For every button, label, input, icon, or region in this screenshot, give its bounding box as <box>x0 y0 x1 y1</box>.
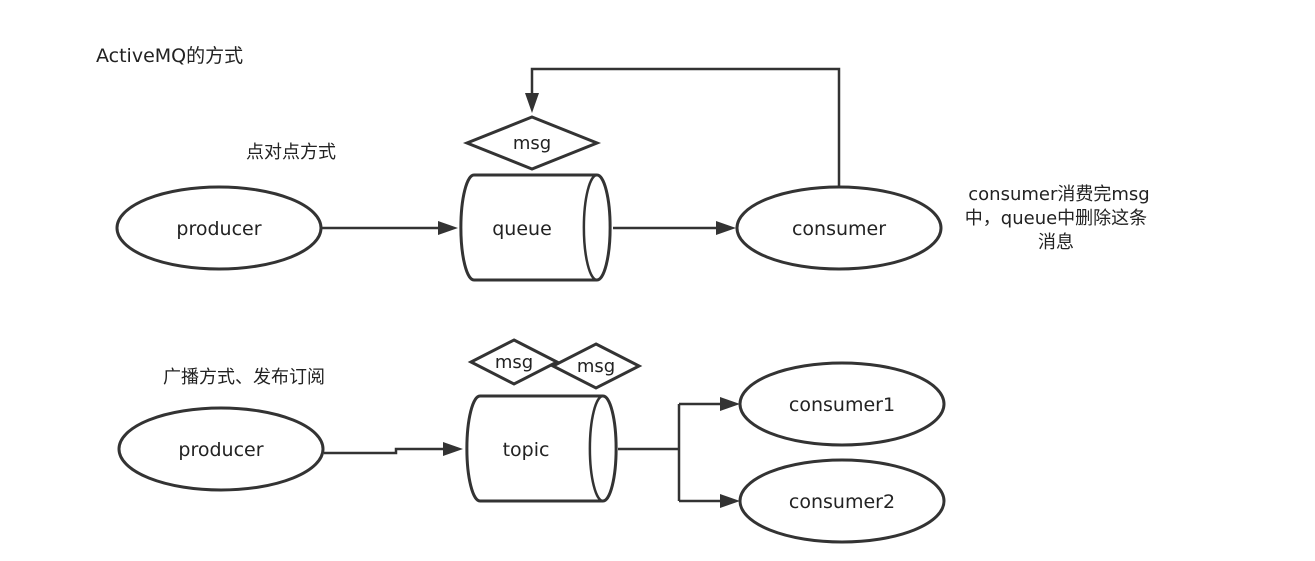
pubsub-topic-node: topic <box>465 394 618 503</box>
p2p-producer-to-queue-arrow <box>322 221 458 235</box>
pubsub-producer-node: producer <box>117 406 325 492</box>
pubsub-topic-label: topic <box>503 439 550 461</box>
p2p-note-line-2: 中，queue中删除这条 <box>965 208 1147 229</box>
p2p-note-line-1: consumer消费完msg <box>968 184 1149 205</box>
p2p-producer-node: producer <box>115 185 323 271</box>
pubsub-section-label: 广播方式、发布订阅 <box>163 367 325 388</box>
diagram-title: ActiveMQ的方式 <box>96 45 243 67</box>
p2p-note-line-3: 消息 <box>1038 232 1074 253</box>
p2p-producer-label: producer <box>176 218 261 240</box>
pubsub-consumer2-node: consumer2 <box>738 458 946 544</box>
p2p-section-label: 点对点方式 <box>246 142 336 163</box>
p2p-msg-label: msg <box>513 133 551 154</box>
pubsub-consumer2-label: consumer2 <box>789 491 895 513</box>
p2p-queue-node: queue <box>459 173 612 282</box>
p2p-note: consumer消费完msg 中，queue中删除这条 消息 <box>965 184 1150 253</box>
pubsub-msg-diamond-2: msg <box>549 342 643 390</box>
pubsub-consumer1-label: consumer1 <box>789 394 895 416</box>
pubsub-consumer1-node: consumer1 <box>738 361 946 447</box>
p2p-msg-diamond: msg <box>462 115 602 171</box>
p2p-consumer-label: consumer <box>792 218 886 240</box>
pubsub-producer-to-topic-arrow <box>324 442 463 456</box>
p2p-consumer-node: consumer <box>735 185 943 271</box>
p2p-consumer-feedback-arrow <box>525 67 841 186</box>
pubsub-fanout-arrows <box>618 397 740 508</box>
pubsub-msg-label-1: msg <box>495 352 533 373</box>
pubsub-msg-label-2: msg <box>577 356 615 377</box>
p2p-queue-to-consumer-arrow <box>613 221 736 235</box>
pubsub-producer-label: producer <box>178 439 263 461</box>
pubsub-msg-diamond-1: msg <box>467 338 561 386</box>
p2p-queue-label: queue <box>492 218 552 240</box>
